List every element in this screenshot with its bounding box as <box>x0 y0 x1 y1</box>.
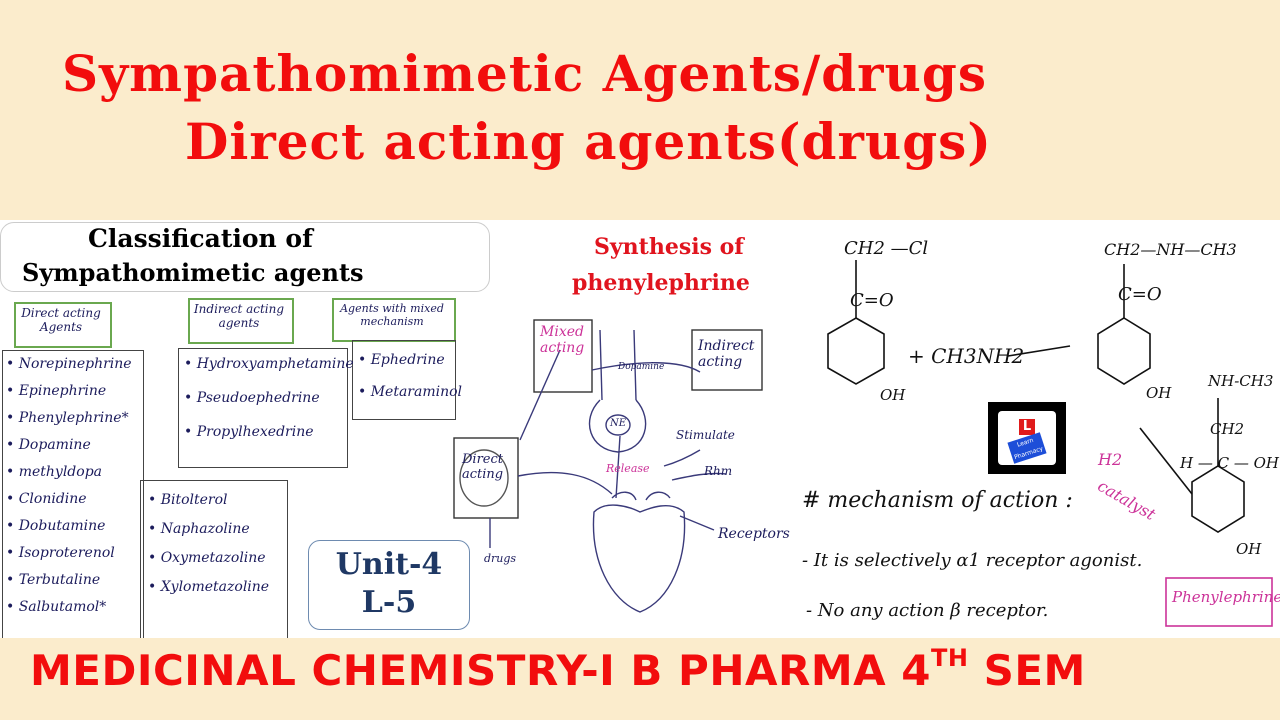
vesicle-terminal <box>588 399 647 453</box>
drug-list-item: • methyldopa <box>6 464 102 480</box>
indirect-acting-label: Indirect acting agents <box>193 302 285 330</box>
drug-list-item: • Isoproterenol <box>6 545 115 561</box>
reaction-arrow-2 <box>1139 427 1193 495</box>
drug-list-item: • Dobutamine <box>6 518 106 534</box>
unit-label: Unit-4 <box>335 547 443 582</box>
intermediate-top-text: CH2—NH—CH3 <box>1104 240 1237 259</box>
drug-list-item: • Phenylephrine* <box>6 410 129 426</box>
phenylephrine-label: Phenylephrine <box>1172 588 1280 606</box>
direct-acting-text: Direct acting <box>462 452 504 482</box>
drug-list-item: • Xylometazoline <box>148 579 270 595</box>
drug-list-item: • Bitolterol <box>148 492 228 508</box>
header-band <box>0 0 1280 220</box>
title-line-1: Sympathomimetic Agents/drugs <box>62 44 987 103</box>
logo-letter: L <box>1019 419 1035 435</box>
dopamine-text: Dopamine <box>618 362 665 372</box>
footer-title: MEDICINAL CHEMISTRY-I B PHARMA 4TH SEM <box>30 644 1086 695</box>
logo-inner: L Learn Pharmacy <box>998 411 1056 465</box>
reaction-arrow-1 <box>1007 345 1071 357</box>
footer-band <box>0 638 1280 720</box>
mechanism-line-2: - No any action β receptor. <box>806 600 1049 621</box>
arrow-release <box>615 435 621 499</box>
classification-title-line-2: Sympathomimetic agents <box>22 258 364 287</box>
drug-list-item: • Clonidine <box>6 491 87 507</box>
drug-list-item: • Naphazoline <box>148 521 250 537</box>
indirect-acting-box-sketch <box>691 329 763 391</box>
arrow-mixed-direct <box>519 349 561 441</box>
direct-acting-box-sketch <box>453 437 519 519</box>
drug-list-item: • Propylhexedrine <box>184 424 314 440</box>
structures <box>827 260 1245 533</box>
intermediate-co-text: C=O <box>1118 284 1162 305</box>
drug-list-item: • Pseudoephedrine <box>184 390 320 406</box>
synthesis-title-line-1: Synthesis of <box>594 234 744 260</box>
stimulate-text: Stimulate <box>676 428 735 442</box>
drug-list-item: • Terbutaline <box>6 572 101 588</box>
ch2cl-text: CH2 —Cl <box>844 238 929 259</box>
mixed-mechanism-label: Agents with mixed mechanism <box>340 302 444 328</box>
arrow-receptors <box>679 515 715 531</box>
title-line-2: Direct acting agents(drugs) <box>185 112 992 171</box>
intermediate-oh-text: OH <box>1146 384 1172 402</box>
final-oh-text: OH <box>1236 540 1262 558</box>
indirect-acting-text: Indirect acting <box>698 338 755 370</box>
final-c-text: H — C — OH <box>1180 454 1280 472</box>
h2-text: H2 <box>1098 450 1123 469</box>
drug-list-item: • Norepinephrine <box>6 356 132 372</box>
drug-list-item: • Epinephrine <box>6 383 107 399</box>
rhm-text: Rhm <box>704 464 733 478</box>
ring-intermediate <box>1097 317 1151 385</box>
classification-title-line-1: Classification of <box>88 224 313 253</box>
oh-text: OH <box>880 386 906 404</box>
logo-text: Learn Pharmacy <box>1007 432 1047 464</box>
arrow-direct-receptor <box>517 471 613 495</box>
synthesis-title-line-2: phenylephrine <box>572 270 750 296</box>
mixed-list-box <box>352 340 456 420</box>
drug-list-item: • Dopamine <box>6 437 91 453</box>
phenylephrine-label-box <box>1165 577 1273 627</box>
ring-reactant <box>827 317 885 385</box>
indirect-list-box <box>178 348 348 468</box>
lecture-label: L-5 <box>361 585 417 620</box>
direct-acting-label: Direct acting Agents <box>21 306 101 334</box>
footer-text-sup: TH <box>930 644 969 672</box>
neuron-sketch <box>453 319 763 613</box>
mixed-acting-box <box>533 319 593 393</box>
arrow-indirect <box>591 362 701 373</box>
mechanism-title: # mechanism of action : <box>802 488 1073 513</box>
drug-list-item: • Hydroxyamphetamine <box>184 356 354 372</box>
arrow-stimulate <box>663 449 701 467</box>
indirect-acting-box <box>188 298 294 344</box>
direct-circle <box>459 449 509 507</box>
final-ch2-text: CH2 <box>1210 420 1245 438</box>
release-text: Release <box>606 462 650 475</box>
receptor-cell <box>592 504 686 613</box>
learn-pharmacy-logo: L Learn Pharmacy <box>988 402 1066 474</box>
unit-box: Unit-4 L-5 <box>308 540 470 630</box>
reagent-text: + CH3NH2 <box>908 344 1025 368</box>
mixed-mechanism-box <box>332 298 456 342</box>
footer-text-main: MEDICINAL CHEMISTRY-I B PHARMA 4 <box>30 646 931 695</box>
vesicle <box>605 414 631 436</box>
drugs-text: drugs <box>484 552 517 565</box>
mechanism-line-1: - It is selectively α1 receptor agonist. <box>802 550 1143 571</box>
co-text: C=O <box>850 290 894 311</box>
final-nh-text: NH-CH3 <box>1208 372 1274 390</box>
drug-list-item: • Salbutamol* <box>6 599 107 615</box>
drug-list-item: • Ephedrine <box>358 352 445 368</box>
arrow-rhm <box>671 472 727 481</box>
receptor-sites <box>611 491 671 501</box>
direct-acting-box <box>14 302 112 348</box>
bond-lines <box>855 260 1219 466</box>
mixed-acting-text: Mixed acting <box>540 324 585 356</box>
receptors-text: Receptors <box>718 526 790 542</box>
ring-product <box>1191 465 1245 533</box>
footer-text-end: SEM <box>968 646 1086 695</box>
drug-list-item: • Metaraminol <box>358 384 463 400</box>
axon-lines <box>599 329 637 401</box>
ne-text: NE <box>610 418 627 429</box>
classification-heading-box <box>0 222 490 292</box>
drug-list-item: • Oxymetazoline <box>148 550 266 566</box>
